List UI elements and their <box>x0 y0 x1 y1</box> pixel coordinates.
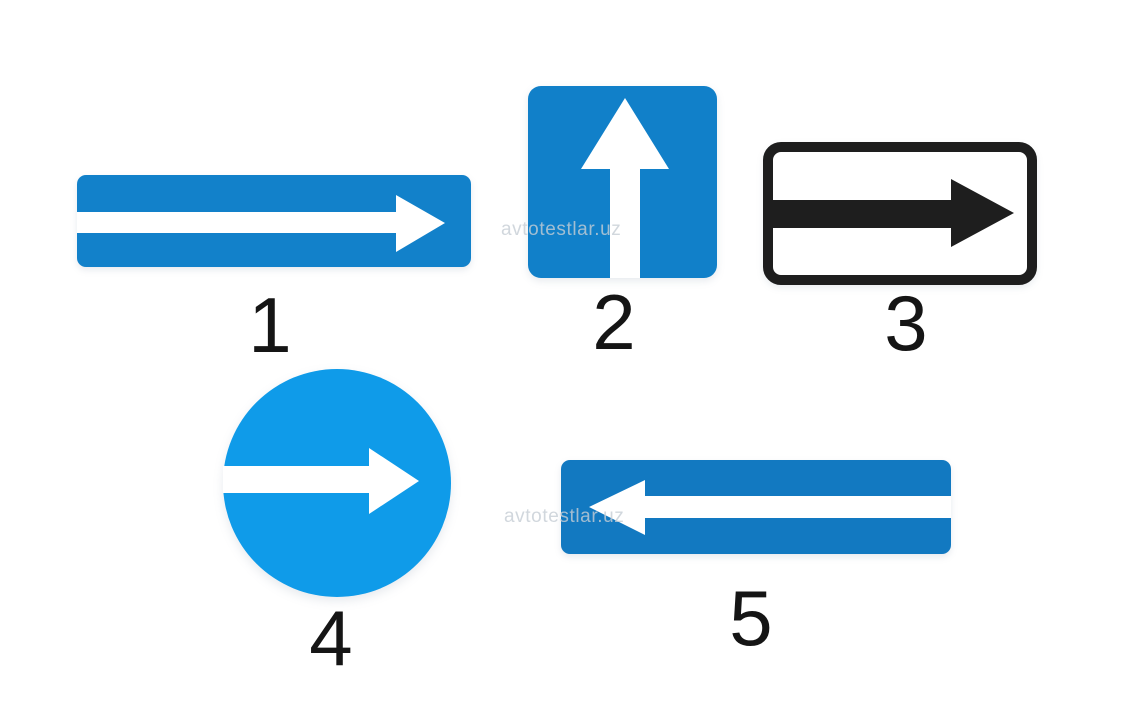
sign-3-number-label: 3 <box>884 279 928 367</box>
sign-3-white-plate <box>763 142 1037 285</box>
sign-4-number-label: 4 <box>309 594 353 682</box>
sign-4-blue-circle <box>223 369 451 597</box>
sign-5-blue-rectangle <box>561 460 951 554</box>
arrow-right-icon <box>77 195 445 252</box>
arrow-right-icon <box>773 179 1014 247</box>
arrow-left-icon <box>589 480 951 535</box>
sign-2-blue-square <box>528 86 717 278</box>
watermark-text: avtotestlar.uz <box>504 506 625 527</box>
sign-1-blue-rectangle <box>77 175 471 267</box>
sign-1-number-label: 1 <box>248 281 292 369</box>
sign-2-number-label: 2 <box>592 278 636 366</box>
arrow-right-icon <box>223 448 419 514</box>
sign-5-number-label: 5 <box>729 574 773 662</box>
arrow-up-icon <box>581 98 669 278</box>
watermark-text: avtotestlar.uz <box>501 219 622 240</box>
